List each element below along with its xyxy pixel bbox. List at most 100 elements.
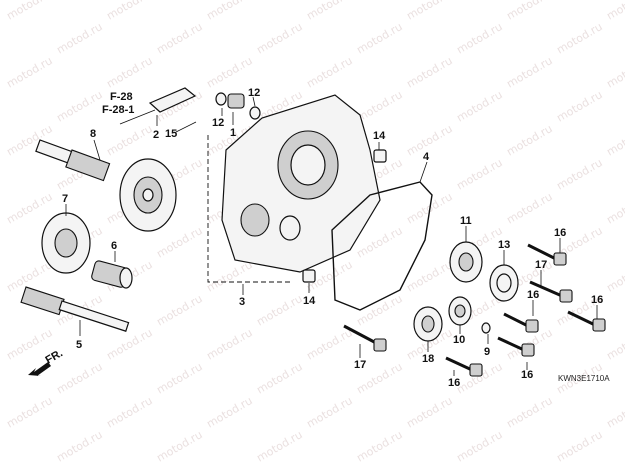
watermark-text: motod.ru xyxy=(554,428,604,464)
collar-part xyxy=(215,92,261,120)
watermark-text: motod.ru xyxy=(504,122,554,158)
bearing-icon xyxy=(449,241,483,283)
reference-f28: F-28 xyxy=(110,91,133,103)
watermark-text: motod.ru xyxy=(304,394,354,430)
oil-seal-part xyxy=(489,264,519,302)
callout-16c: 16 xyxy=(591,294,603,306)
callout-16e: 16 xyxy=(448,377,460,389)
reference-f28-1: F-28-1 xyxy=(102,104,134,116)
watermark-text: motod.ru xyxy=(454,156,504,192)
watermark-text: motod.ru xyxy=(554,156,604,192)
leader-lines xyxy=(65,96,598,376)
watermark-text: motod.ru xyxy=(54,20,104,56)
watermark-text: motod.ru xyxy=(204,394,254,430)
callout-16b: 16 xyxy=(527,289,539,301)
watermark-text: motod.ru xyxy=(604,54,625,90)
callout-9: 9 xyxy=(484,346,490,358)
watermark-text: motod.ru xyxy=(404,122,454,158)
watermark-text: motod.ru xyxy=(4,394,54,430)
small-pinion-part xyxy=(91,260,133,289)
bolt-icon xyxy=(445,356,483,377)
watermark-text: motod.ru xyxy=(454,88,504,124)
watermark-text: motod.ru xyxy=(604,122,625,158)
arrow-down-left-icon xyxy=(28,362,51,376)
bolt-icon xyxy=(529,280,573,303)
watermark-text: motod.ru xyxy=(504,0,554,23)
callout-3: 3 xyxy=(239,296,245,308)
callout-7: 7 xyxy=(62,193,68,205)
watermark-text: motod.ru xyxy=(254,20,304,56)
callout-14a: 14 xyxy=(373,130,386,142)
callout-17a: 17 xyxy=(535,259,547,271)
watermark-text: motod.ru xyxy=(254,428,304,464)
watermark-text: motod.ru xyxy=(154,224,204,260)
callout-16d: 16 xyxy=(521,369,533,381)
bolt-icon xyxy=(497,336,535,357)
watermark-text: motod.ru xyxy=(104,54,154,90)
watermark-text: motod.ru xyxy=(604,394,625,430)
watermark-text: motod.ru xyxy=(554,88,604,124)
watermark-text: motod.ru xyxy=(54,88,104,124)
dowel-pin-part xyxy=(302,269,316,283)
watermark-text: motod.ru xyxy=(304,54,354,90)
watermark-text: motod.ru xyxy=(254,360,304,396)
watermark-text: motod.ru xyxy=(204,54,254,90)
watermark-text: motod.ru xyxy=(4,190,54,226)
callout-8: 8 xyxy=(90,128,96,140)
drive-shaft-part xyxy=(20,286,130,332)
callout-16a: 16 xyxy=(554,227,566,239)
watermark-text: motod.ru xyxy=(154,292,204,328)
watermark-text: motod.ru xyxy=(154,428,204,464)
countershaft-gear-part xyxy=(41,212,91,274)
watermark-text: motod.ru xyxy=(454,20,504,56)
callout-11: 11 xyxy=(460,215,472,227)
bolt-icon xyxy=(343,324,387,352)
watermark-text: motod.ru xyxy=(54,360,104,396)
callout-17b: 17 xyxy=(354,359,366,371)
watermark-text: motod.ru xyxy=(304,326,354,362)
watermark-text: motod.ru xyxy=(504,190,554,226)
watermark-text: motod.ru xyxy=(604,326,625,362)
watermark-text: motod.ru xyxy=(204,326,254,362)
bearing-icon xyxy=(448,296,472,326)
callout-18: 18 xyxy=(422,353,434,365)
watermark-text: motod.ru xyxy=(104,122,154,158)
assembly-bracket xyxy=(207,135,290,283)
watermark-text: motod.ru xyxy=(404,258,454,294)
callout-2: 2 xyxy=(153,129,159,141)
callout-10: 10 xyxy=(453,334,465,346)
watermark-text: motod.ru xyxy=(154,360,204,396)
breather-tube-part xyxy=(119,87,197,125)
output-shaft-gear-part xyxy=(35,139,177,232)
watermark-text: motod.ru xyxy=(204,258,254,294)
watermark-text: motod.ru xyxy=(4,0,54,23)
watermark-text: motod.ru xyxy=(54,428,104,464)
washer-part xyxy=(481,322,491,334)
bearing-icon xyxy=(413,306,443,342)
transmission-case-part xyxy=(221,94,381,273)
dowel-pin-part xyxy=(373,149,387,163)
watermark-text: motod.ru xyxy=(404,0,454,23)
callout-1: 1 xyxy=(230,127,236,139)
watermark-text: motod.ru xyxy=(554,20,604,56)
watermark-text: motod.ru xyxy=(154,20,204,56)
watermark-text: motod.ru xyxy=(354,88,404,124)
callout-12a: 12 xyxy=(212,117,224,129)
watermark-text: motod.ru xyxy=(504,394,554,430)
watermark-text: motod.ru xyxy=(4,54,54,90)
bolt-icon xyxy=(567,310,606,332)
front-direction-label: FR. xyxy=(44,347,65,366)
watermark-text: motod.ru xyxy=(604,258,625,294)
watermark-text: motod.ru xyxy=(454,428,504,464)
callout-14b: 14 xyxy=(303,295,316,307)
diagram-code: KWN3E1710A xyxy=(558,374,610,383)
callout-6: 6 xyxy=(111,240,117,252)
watermark-text: motod.ru xyxy=(504,54,554,90)
watermark-text: motod.ru xyxy=(354,428,404,464)
callout-13: 13 xyxy=(498,239,510,251)
watermark-text: motod.ru xyxy=(604,0,625,23)
watermark-text: motod.ru xyxy=(104,326,154,362)
bolt-icon xyxy=(527,243,567,266)
callout-4: 4 xyxy=(423,151,430,163)
watermark-text: motod.ru xyxy=(354,292,404,328)
